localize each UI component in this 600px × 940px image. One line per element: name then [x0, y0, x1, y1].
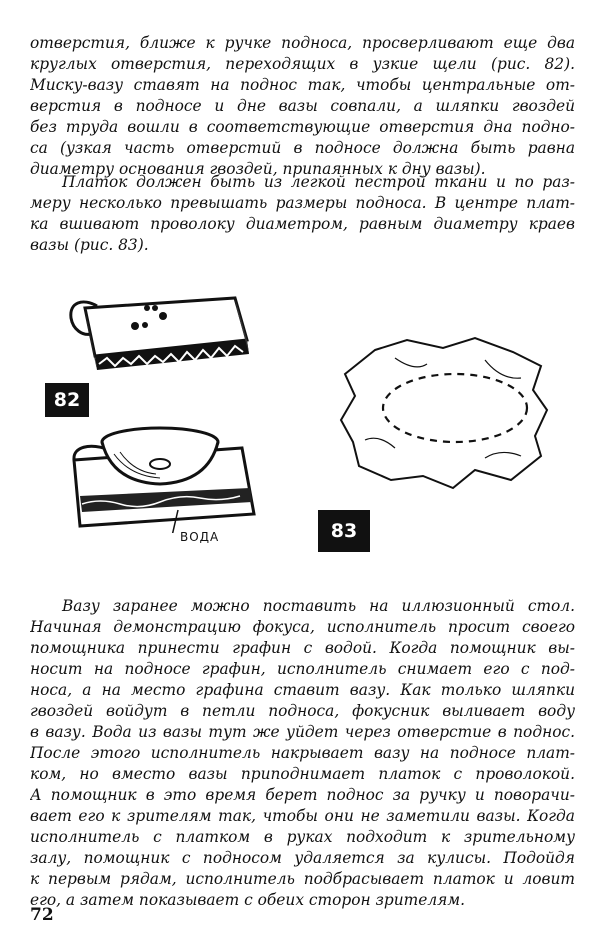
text-line: диаметру основания гвоздей, припаянных к… [30, 160, 486, 178]
text-line: ка вшивают проволоку диаметром, равным д… [30, 215, 575, 233]
text-line: Вазу заранее можно поставить на иллюзион… [62, 597, 575, 615]
text-line: вает его к зрителям так, чтобы они не за… [30, 807, 575, 825]
figure-82-badge: 82 [45, 383, 89, 417]
text-line: са (узкая часть отверстий в подносе долж… [30, 139, 575, 157]
text-line: в вазу. Вода из вазы тут же уйдет через … [30, 723, 575, 741]
text-line: Платок должен быть из легкой пестрой тка… [62, 173, 575, 191]
text-line: исполнитель с платком в руках подходит к… [30, 828, 575, 846]
paragraph-3: Вазу заранее можно поставить на иллюзион… [30, 596, 575, 911]
text-line: отверстия, ближе к ручке подноса, просве… [30, 34, 575, 52]
paragraph-1: отверстия, ближе к ручке подноса, просве… [30, 33, 575, 180]
text-line: к первым рядам, исполнитель подбрасывает… [30, 870, 575, 888]
figure-83-badge: 83 [318, 510, 370, 552]
text-line: вазы (рис. 83). [30, 236, 149, 254]
figure-82-vase-illustration [72, 426, 256, 533]
figure-83-handkerchief-illustration [339, 336, 549, 490]
text-line: помощника принести графин с водой. Когда… [30, 639, 575, 657]
text-line: без труда вошли в соответствующие отверс… [30, 118, 575, 136]
text-line: После этого исполнитель накрывает вазу н… [30, 744, 575, 762]
text-line: его, а затем показывает с обеих сторон з… [30, 891, 466, 909]
text-line: залу, помощник с подносом удаляется за к… [30, 849, 575, 867]
text-line: Начиная демонстрацию фокуса, исполнитель… [30, 618, 575, 636]
text-line: ком, но вместо вазы приподнимает платок … [30, 765, 575, 783]
figure-82-tray-illustration [69, 296, 249, 370]
text-line: А помощник в это время берет поднос за р… [30, 786, 575, 804]
page-number: 72 [30, 905, 54, 925]
text-line: круглых отверстия, переходящих в узкие щ… [30, 55, 575, 73]
text-line: меру несколько превышать размеры подноса… [30, 194, 575, 212]
text-line: носа, а на место графина ставит вазу. Ка… [30, 681, 575, 699]
water-label: ВОДА [180, 530, 220, 544]
paragraph-2: Платок должен быть из легкой пестрой тка… [30, 172, 575, 256]
text-line: гвоздей войдут в петли подноса, фокусник… [30, 702, 575, 720]
text-line: носит на подносе графин, исполнитель сни… [30, 660, 575, 678]
text-line: Миску-вазу ставят на поднос так, чтобы ц… [30, 76, 575, 94]
text-line: верстия в подносе и дне вазы совпали, а … [30, 97, 575, 115]
